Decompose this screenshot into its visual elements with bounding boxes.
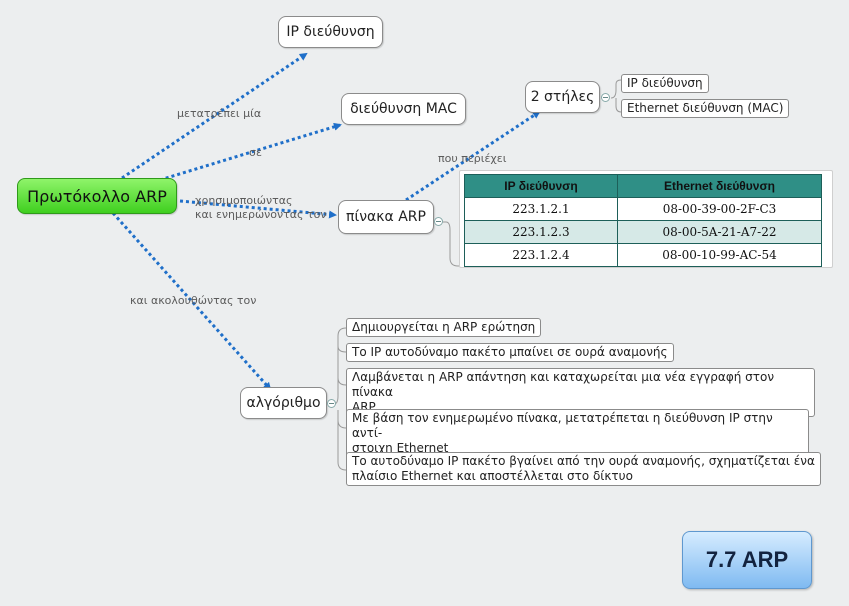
- step-text-line-2: πλαίσιο Ethernet και αποστέλλεται στο δί…: [352, 469, 633, 483]
- node-algorithm[interactable]: αλγόριθμο: [240, 387, 327, 419]
- table-row: 223.1.2.4 08-00-10-99-AC-54: [464, 243, 822, 267]
- step-text-line-2: στοιχη Ethernet: [352, 441, 449, 455]
- algorithm-collapse-toggle[interactable]: [327, 399, 336, 408]
- column-ip-address-label: IP διεύθυνση: [627, 76, 703, 90]
- node-ip-address-label: IP διεύθυνση: [286, 24, 375, 40]
- node-two-columns[interactable]: 2 στήλες: [525, 81, 600, 113]
- bracket-arp-table: [440, 221, 830, 267]
- root-node-label: Πρωτόκολλο ARP: [27, 186, 167, 206]
- step-text: Το IP αυτοδύναμο πακέτο μπαίνει σε ουρά …: [352, 345, 668, 359]
- node-mac-address[interactable]: διεύθυνση MAC: [341, 93, 466, 125]
- node-two-columns-label: 2 στήλες: [530, 89, 595, 105]
- table-cell-ip: 223.1.2.1: [464, 197, 618, 221]
- arrow-to-mac-address: [159, 122, 342, 182]
- column-ethernet-address-label: Ethernet διεύθυνση (MAC): [627, 101, 784, 115]
- table-cell-mac: 08-00-5A-21-A7-22: [617, 220, 822, 244]
- algorithm-step-1[interactable]: Δημιουργείται η ARP ερώτηση: [346, 318, 542, 337]
- table-cell-ip: 223.1.2.4: [464, 243, 618, 267]
- edge-label-using: χρησιμοποιώντας: [195, 194, 293, 207]
- step-text-line-1: Το αυτοδύναμο IP πακέτο βγαίνει από την …: [352, 454, 815, 468]
- node-arp-table[interactable]: πίνακα ARP: [338, 200, 434, 234]
- slide-title-box: 7.7 ARP: [682, 531, 812, 589]
- root-node-arp-protocol[interactable]: Πρωτόκολλο ARP: [17, 178, 177, 214]
- step-text-line-1: Με βάση τον ενημερωμένο πίνακα, μετατρέπ…: [352, 411, 773, 440]
- edge-label-following: και ακολουθώντας τον: [130, 294, 257, 307]
- bracket-steps: [331, 327, 347, 471]
- table-row: 223.1.2.1 08-00-39-00-2F-C3: [464, 197, 822, 221]
- edge-label-to: σε: [249, 146, 262, 159]
- table-header-ip: IP διεύθυνση: [464, 174, 618, 198]
- table-cell-ip: 223.1.2.3: [464, 220, 618, 244]
- table-header-row: IP διεύθυνση Ethernet διεύθυνση: [464, 174, 822, 198]
- step-text: Δημιουργείται η ARP ερώτηση: [352, 320, 536, 334]
- algorithm-step-2[interactable]: Το IP αυτοδύναμο πακέτο μπαίνει σε ουρά …: [346, 343, 674, 362]
- arp-table: IP διεύθυνση Ethernet διεύθυνση 223.1.2.…: [464, 174, 822, 267]
- table-header-ethernet: Ethernet διεύθυνση: [617, 174, 822, 198]
- table-row: 223.1.2.3 08-00-5A-21-A7-22: [464, 220, 822, 244]
- node-ip-address[interactable]: IP διεύθυνση: [278, 16, 383, 48]
- arrow-to-ip-address: [121, 52, 308, 180]
- edge-label-converts: μετατρέπει μία: [177, 107, 262, 120]
- edge-label-contains: που περιέχει: [438, 152, 507, 165]
- arrow-to-arp-table: [179, 199, 337, 219]
- column-ethernet-address[interactable]: Ethernet διεύθυνση (MAC): [621, 99, 790, 118]
- slide-title: 7.7 ARP: [705, 547, 789, 572]
- arrow-to-two-columns: [405, 110, 541, 202]
- two-columns-collapse-toggle[interactable]: [601, 93, 610, 102]
- edge-label-updating: και ενημερώνοντας τον: [195, 208, 327, 221]
- table-cell-mac: 08-00-39-00-2F-C3: [617, 197, 822, 221]
- node-algorithm-label: αλγόριθμο: [246, 395, 321, 411]
- algorithm-step-4[interactable]: Με βάση τον ενημερωμένο πίνακα, μετατρέπ…: [346, 409, 809, 458]
- column-ip-address[interactable]: IP διεύθυνση: [621, 74, 709, 93]
- bracket-two-columns: [610, 79, 622, 113]
- node-arp-table-label: πίνακα ARP: [346, 209, 426, 225]
- algorithm-step-5[interactable]: Το αυτοδύναμο IP πακέτο βγαίνει από την …: [346, 452, 821, 486]
- arp-table-collapse-toggle[interactable]: [434, 217, 443, 226]
- table-cell-mac: 08-00-10-99-AC-54: [617, 243, 822, 267]
- node-mac-address-label: διεύθυνση MAC: [350, 101, 457, 117]
- step-text-line-1: Λαμβάνεται η ARP απάντηση και καταχωρείτ…: [352, 370, 775, 399]
